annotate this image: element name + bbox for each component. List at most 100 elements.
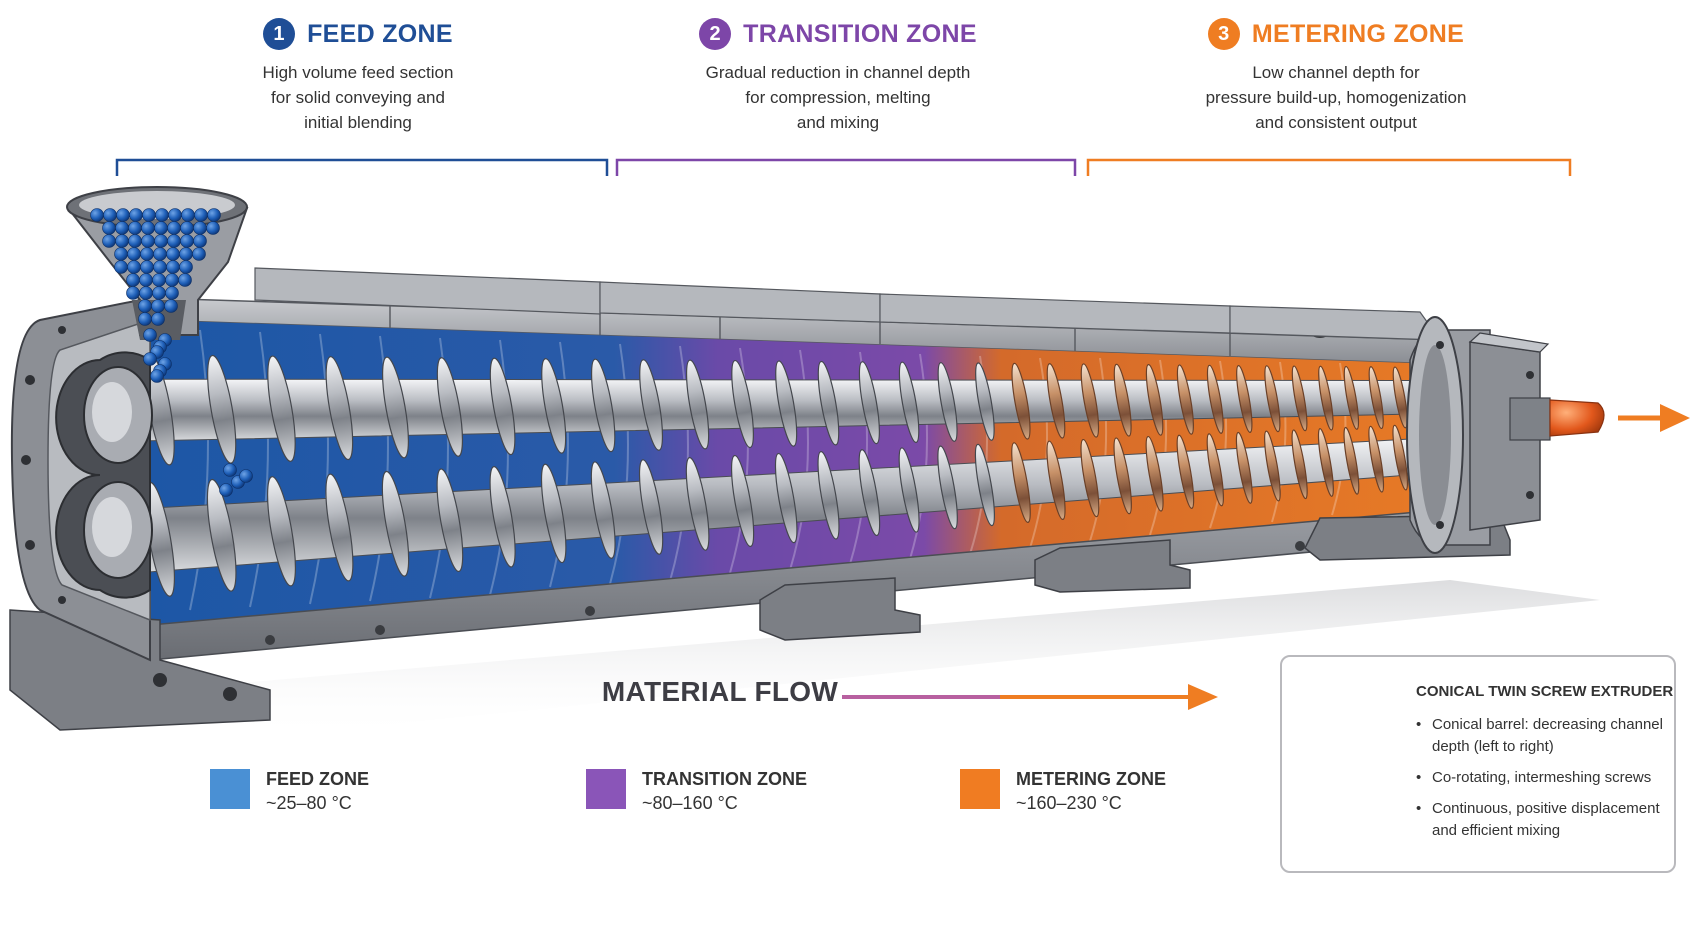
screw-flight [937,445,958,530]
screw-flight [590,461,616,559]
pellet [223,463,237,477]
screw-flight [1046,363,1066,439]
screw-flight [1343,365,1360,430]
pellet [126,286,140,300]
zone-description: Gradual reduction in channel depth for c… [705,63,971,132]
screw-flight [685,359,710,450]
pellet [141,221,155,235]
info-bullet: Conical barrel: decreasing channel depth… [1416,714,1672,758]
info-bullet: Co-rotating, intermeshing screws [1416,767,1672,789]
pellet [180,221,194,235]
screw-flight [1080,438,1100,518]
screw-flight [1113,363,1132,437]
pellet [166,260,180,274]
screw-flight [685,456,710,551]
material-flow-arrow [322,684,1218,710]
zone-title: TRANSITION ZONE [743,19,977,48]
pellet [168,208,182,222]
zone-title: METERING ZONE [1251,19,1465,48]
nozzle [1549,399,1605,437]
pellet [90,208,104,222]
pellet [181,208,195,222]
screw-flight [1392,366,1408,429]
legend-swatch [960,769,1000,809]
screw-flight [1368,366,1384,430]
screw-flight [858,361,880,445]
zone-header-metering: 3 METERING ZONE Low channel depth for pr… [1126,18,1546,135]
info-bullet: Continuous, positive displacement and ef… [1416,798,1672,842]
pellet [114,260,128,274]
screw-flight [266,476,297,587]
zone-header-transition: 2 TRANSITION ZONE Gradual reduction in c… [628,18,1048,135]
pellet [219,483,233,497]
zone-number-badge: 2 [699,18,732,50]
screw-flight [858,449,881,537]
screw-flight [1236,365,1253,433]
screw-flight [1145,435,1164,512]
discharge-end [1406,316,1605,554]
zone-description: High volume feed section for solid conve… [262,63,454,132]
screw-flight [489,357,516,456]
screw-flight [1235,431,1253,504]
info-box-bullets: Conical barrel: decreasing channel depth… [1416,714,1672,851]
pellet [167,221,181,235]
pellet [192,247,206,261]
pellet [179,247,193,261]
screw-flight [590,358,616,453]
pellet [180,234,194,248]
screw-flight [150,481,176,597]
pellet [150,369,164,383]
polymer-pellets [90,208,253,497]
screw-flight [898,361,920,443]
pellet [193,221,207,235]
screw-flight [937,362,958,442]
screw-flight [325,473,354,582]
pellet [127,247,141,261]
pellet [239,469,253,483]
screw-flight [1318,365,1334,431]
pellet [115,221,129,235]
pellet [206,221,220,235]
screw-flight [1291,429,1308,500]
screw-flight [1011,442,1031,524]
screw-flight [1264,365,1281,433]
legend-temperature: ~80–160 °C [642,793,738,813]
pellet [167,234,181,248]
pellet [128,221,142,235]
pellet [154,221,168,235]
screw-flight [1113,437,1132,515]
material-flow-label: MATERIAL FLOW [601,676,839,707]
screw-flight [381,470,410,577]
info-box-title: CONICAL TWIN SCREW EXTRUDER [1416,683,1674,700]
pellet [103,208,117,222]
screw-flight [382,356,409,459]
zone-description: Low channel depth for pressure build-up,… [1205,63,1467,132]
zone-number-badge: 3 [1207,18,1240,50]
screw-flight [267,355,296,462]
pellet [115,234,129,248]
legend-temperature: ~25–80 °C [266,793,352,813]
screw-flight [436,357,464,457]
pellet [165,273,179,287]
pellet [138,299,152,313]
screw-flight [774,452,798,544]
screw-flight [207,354,237,464]
bracket-transition [615,158,1077,176]
screw-flight [1046,440,1066,521]
screw-flight [974,443,995,527]
screw-flight [1206,364,1224,434]
pellet [142,208,156,222]
pellet [116,208,130,222]
legend-name: FEED ZONE [266,769,370,789]
pellet [155,208,169,222]
pellet [143,352,157,366]
screw-flight [775,360,798,447]
zone-number-badge: 1 [263,18,296,50]
screw-flight [1392,424,1409,491]
pellet [139,286,153,300]
pellet [138,312,152,326]
pellet [141,234,155,248]
pellet [165,286,179,300]
pellet [129,208,143,222]
